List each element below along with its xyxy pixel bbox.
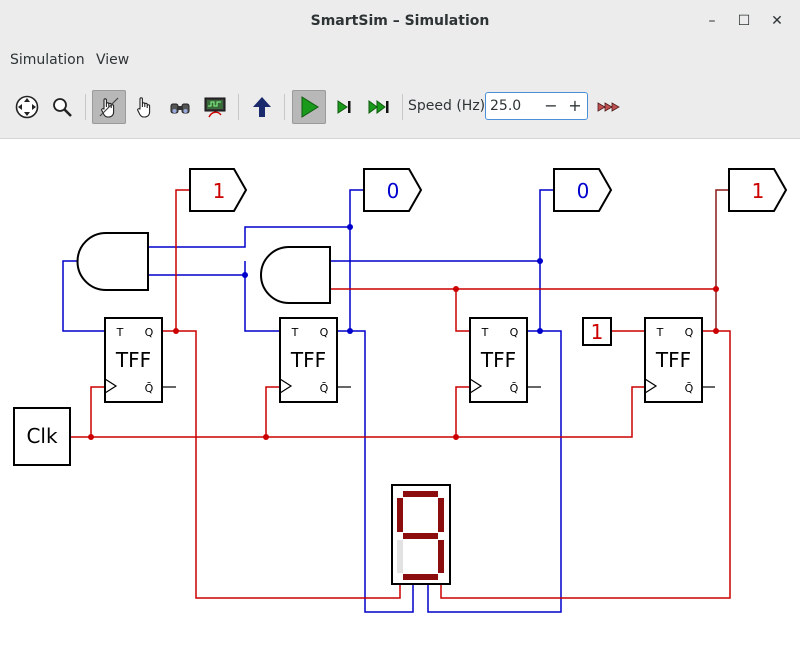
tff-4-t-label: T xyxy=(656,326,664,339)
tff-1-t-label: T xyxy=(116,326,124,339)
toolbar-separator xyxy=(284,94,285,120)
tff-4-name: TFF xyxy=(655,348,691,372)
circuit-canvas[interactable]: 1 0 0 1 T Q TFF Q̄ T Q TFF Q̄ T Q TFF Q̄ xyxy=(0,139,800,646)
output-pin-3[interactable]: 0 xyxy=(553,168,613,212)
interact-tool-button[interactable] xyxy=(128,90,162,124)
tff-4-qbar-label: Q̄ xyxy=(685,382,694,395)
output-pin-4[interactable]: 1 xyxy=(728,168,788,212)
speed-increment-button[interactable]: + xyxy=(568,96,582,115)
and-gate-1[interactable] xyxy=(76,232,149,291)
seven-segment-display xyxy=(391,484,451,585)
tff-3-t-label: T xyxy=(481,326,489,339)
tff-2-q-label: Q xyxy=(320,326,329,339)
segment-d xyxy=(403,574,438,580)
menu-simulation[interactable]: Simulation xyxy=(10,52,85,68)
tff-4-q-label: Q xyxy=(685,326,694,339)
segment-b xyxy=(438,498,444,532)
pan-icon xyxy=(15,95,39,119)
tff-3-clock-marker xyxy=(469,378,483,394)
low-wires xyxy=(62,189,562,613)
tff-1-q-label: Q xyxy=(145,326,154,339)
logic-analyzer-button[interactable] xyxy=(198,90,232,124)
tff-3-qbar-label: Q̄ xyxy=(510,382,519,395)
output-pin-1[interactable]: 1 xyxy=(189,168,248,212)
tff-3[interactable]: T Q TFF Q̄ xyxy=(469,317,528,403)
tff-1-name: TFF xyxy=(115,348,151,372)
pointer-hand-icon xyxy=(137,97,151,118)
output-2-value: 0 xyxy=(387,179,400,203)
tff-2[interactable]: T Q TFF Q̄ xyxy=(279,317,338,403)
triple-arrow-icon xyxy=(597,102,620,112)
constant-value: 1 xyxy=(591,320,604,344)
fast-step-button[interactable] xyxy=(362,90,396,124)
tff-2-qbar-label: Q̄ xyxy=(320,382,329,395)
step-icon xyxy=(337,100,351,114)
clock-source[interactable]: Clk xyxy=(13,407,71,466)
reset-button[interactable] xyxy=(245,90,279,124)
toolbar-separator xyxy=(85,94,86,120)
tff-1[interactable]: T Q TFF Q̄ xyxy=(104,317,163,403)
tff-2-t-label: T xyxy=(291,326,299,339)
menu-view[interactable]: View xyxy=(96,52,130,68)
title-bar: SmartSim – Simulation – ☐ ✕ xyxy=(0,0,800,44)
tff-2-clock-marker xyxy=(279,378,293,394)
step-button[interactable] xyxy=(327,90,361,124)
run-button[interactable] xyxy=(292,90,326,124)
speed-preset-button[interactable] xyxy=(592,90,626,124)
tff-4[interactable]: T Q TFF Q̄ xyxy=(644,317,703,403)
segment-g xyxy=(403,533,438,539)
segment-a xyxy=(403,491,438,497)
zoom-tool-button[interactable] xyxy=(45,90,79,124)
toolbar: Speed (Hz): − + xyxy=(0,76,800,139)
segment-f xyxy=(397,498,403,532)
select-hand-icon xyxy=(99,97,119,118)
minimize-button[interactable]: – xyxy=(708,13,716,29)
play-icon xyxy=(301,96,319,118)
tff-2-name: TFF xyxy=(290,348,326,372)
output-3-value: 0 xyxy=(577,179,590,203)
speed-decrement-button[interactable]: − xyxy=(544,96,558,115)
tff-3-q-label: Q xyxy=(510,326,519,339)
tff-4-clock-marker xyxy=(644,378,658,394)
fast-forward-icon xyxy=(368,100,389,114)
tff-1-clock-marker xyxy=(104,378,118,394)
menu-bar: Simulation View xyxy=(0,44,800,76)
segment-c xyxy=(438,540,444,573)
window-title: SmartSim – Simulation xyxy=(310,13,490,29)
probe-tool-button[interactable] xyxy=(163,90,197,124)
speed-spinbox: − + xyxy=(485,92,588,120)
binoculars-icon xyxy=(170,103,190,114)
speed-input[interactable] xyxy=(490,98,538,114)
close-button[interactable]: ✕ xyxy=(771,13,783,29)
magnifier-icon xyxy=(53,98,72,117)
arrow-up-icon xyxy=(253,97,271,117)
clock-label: Clk xyxy=(26,424,58,448)
toolbar-separator xyxy=(238,94,239,120)
toolbar-separator xyxy=(402,94,403,120)
high-wires xyxy=(70,189,731,599)
output-4-value: 1 xyxy=(752,179,765,203)
tff-3-name: TFF xyxy=(480,348,516,372)
constant-input[interactable]: 1 xyxy=(582,317,612,346)
speed-label: Speed (Hz): xyxy=(408,98,490,114)
select-tool-button[interactable] xyxy=(92,90,126,124)
and-gate-2[interactable] xyxy=(260,246,331,304)
segment-e-off xyxy=(397,540,403,573)
maximize-button[interactable]: ☐ xyxy=(737,13,751,29)
output-1-value: 1 xyxy=(213,179,226,203)
output-pin-2[interactable]: 0 xyxy=(363,168,423,212)
junction-dots xyxy=(88,224,719,440)
tff-1-qbar-label: Q̄ xyxy=(145,382,154,395)
pan-tool-button[interactable] xyxy=(10,90,44,124)
oscilloscope-icon xyxy=(204,97,226,118)
